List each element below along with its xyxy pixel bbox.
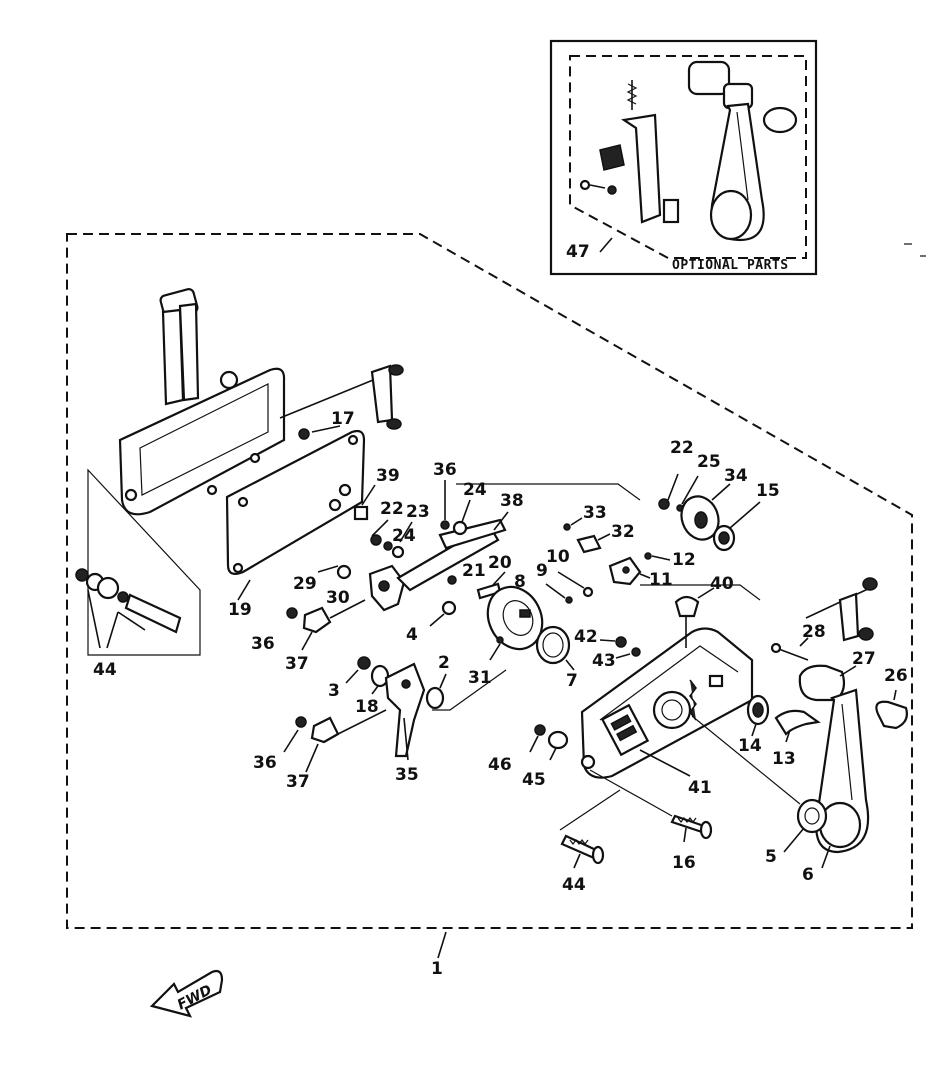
part-number-28: 28 bbox=[802, 622, 826, 642]
optional-bracket-part bbox=[579, 80, 680, 224]
part-number-37-upper: 37 bbox=[285, 654, 309, 674]
end-cap-26 bbox=[875, 700, 908, 730]
part-number-10: 10 bbox=[546, 547, 570, 567]
control-lever-6 bbox=[815, 688, 870, 854]
part-number-8: 8 bbox=[514, 572, 526, 592]
part-number-37-lower: 37 bbox=[286, 772, 310, 792]
part-number-41: 41 bbox=[688, 778, 712, 798]
forward-direction-arrow: FWD bbox=[149, 969, 224, 1018]
part-number-36-lower: 36 bbox=[253, 753, 277, 773]
part-number-4: 4 bbox=[406, 625, 418, 645]
part-number-30: 30 bbox=[326, 588, 350, 608]
part-number-24-left: 24 bbox=[392, 526, 416, 546]
part-number-17: 17 bbox=[331, 409, 355, 429]
part-number-39: 39 bbox=[376, 466, 400, 486]
optional-parts-label: OPTIONAL PARTS bbox=[672, 258, 789, 273]
part-number-21: 21 bbox=[462, 561, 486, 581]
part-number-43: 43 bbox=[592, 651, 616, 671]
part-number-3: 3 bbox=[328, 681, 340, 701]
part-number-40: 40 bbox=[710, 574, 734, 594]
optional-parts-inset: 47 OPTIONAL PARTS bbox=[549, 39, 818, 276]
shift-cam-35 bbox=[384, 662, 426, 758]
part-number-1: 1 bbox=[431, 959, 443, 979]
gear-plate-34 bbox=[680, 495, 720, 541]
assembly-boundary bbox=[66, 233, 913, 929]
part-number-24-top: 24 bbox=[463, 480, 487, 500]
part-number-7: 7 bbox=[566, 671, 578, 691]
control-box-housing-right bbox=[580, 627, 754, 779]
part-number-34: 34 bbox=[724, 466, 748, 486]
part-number-47: 47 bbox=[566, 242, 590, 262]
part-number-18: 18 bbox=[355, 697, 379, 717]
part-number-16: 16 bbox=[672, 853, 696, 873]
part-number-44-left: 44 bbox=[93, 660, 117, 680]
part-number-26: 26 bbox=[884, 666, 908, 686]
part-number-35: 35 bbox=[395, 765, 419, 785]
part-number-20: 20 bbox=[488, 553, 512, 573]
part-number-44-lower: 44 bbox=[562, 875, 586, 895]
shaft-28 bbox=[770, 577, 878, 661]
part-number-14: 14 bbox=[738, 736, 762, 756]
part-number-22-right: 22 bbox=[670, 438, 694, 458]
part-number-6: 6 bbox=[802, 865, 814, 885]
part-number-36-left: 36 bbox=[251, 634, 275, 654]
part-number-38: 38 bbox=[500, 491, 524, 511]
gasket-plate bbox=[225, 429, 366, 575]
part-number-25: 25 bbox=[697, 452, 721, 472]
screw-44-lower bbox=[560, 834, 605, 865]
part-number-9: 9 bbox=[536, 561, 548, 581]
part-number-46: 46 bbox=[488, 755, 512, 775]
part-number-32: 32 bbox=[611, 522, 635, 542]
part-number-36-top: 36 bbox=[433, 460, 457, 480]
part-number-45: 45 bbox=[522, 770, 546, 790]
cam-gear-31 bbox=[486, 585, 544, 651]
part-number-2: 2 bbox=[438, 653, 450, 673]
part-number-31: 31 bbox=[468, 668, 492, 688]
control-box-housing-left bbox=[118, 288, 404, 516]
idle-knob-40 bbox=[674, 595, 700, 648]
part-number-23: 23 bbox=[406, 502, 430, 522]
part-number-33: 33 bbox=[583, 503, 607, 523]
screw-16 bbox=[670, 814, 713, 840]
part-number-29: 29 bbox=[293, 574, 317, 594]
part-number-5: 5 bbox=[765, 847, 777, 867]
lever-grip-27 bbox=[798, 664, 846, 702]
optional-handle-part bbox=[687, 60, 798, 242]
part-number-42: 42 bbox=[574, 627, 598, 647]
part-number-13: 13 bbox=[772, 749, 796, 769]
part-number-22-left: 22 bbox=[380, 499, 404, 519]
pin-assembly-left: 44 bbox=[75, 468, 201, 680]
part-number-19: 19 bbox=[228, 600, 252, 620]
part-number-27: 27 bbox=[852, 649, 876, 669]
part-number-15: 15 bbox=[756, 481, 780, 501]
shift-lever-bracket bbox=[368, 518, 507, 612]
part-number-12: 12 bbox=[672, 550, 696, 570]
part-number-11: 11 bbox=[649, 570, 673, 590]
